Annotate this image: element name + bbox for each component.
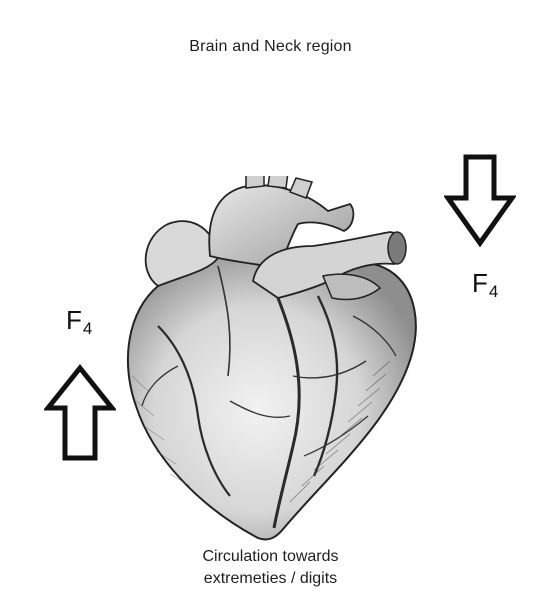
force-subscript-left: 4 [83,319,92,338]
anatomical-heart-illustration [118,176,428,542]
force-symbol-left: F [66,305,82,335]
force-label-right: F4 [472,268,498,302]
force-subscript-right: 4 [489,282,498,301]
arrow-down-outline-icon [444,153,516,248]
bottom-region-label: Circulation towards extremeties / digits [0,546,541,590]
force-label-left: F4 [66,305,92,339]
top-region-label: Brain and Neck region [0,38,541,56]
force-symbol-right: F [472,268,488,298]
arrow-up-outline-icon [44,364,116,462]
bottom-label-line2: extremeties / digits [0,568,541,590]
bottom-label-line1: Circulation towards [0,546,541,568]
